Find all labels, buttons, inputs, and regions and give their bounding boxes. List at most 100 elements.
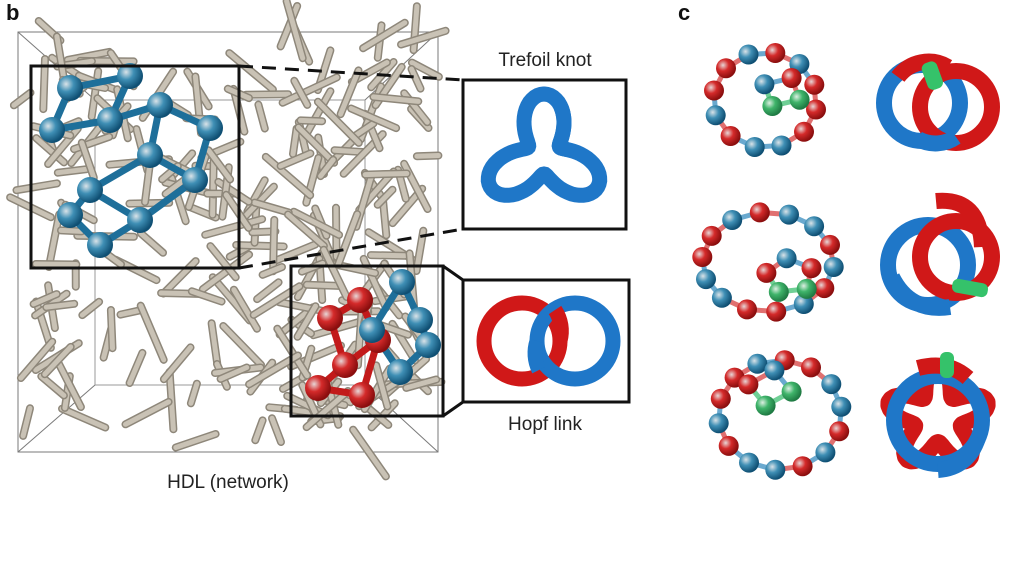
model-atom bbox=[754, 74, 775, 95]
network-rod-highlight bbox=[348, 106, 399, 131]
model-atom bbox=[821, 374, 842, 395]
panel-letter-c: c bbox=[678, 0, 690, 25]
cluster-atom bbox=[77, 177, 103, 203]
model-atom bbox=[796, 278, 817, 299]
network-rod-highlight bbox=[223, 192, 252, 231]
network-rod-highlight bbox=[409, 60, 442, 80]
network-rod-highlight bbox=[65, 49, 112, 63]
network-rod-highlight bbox=[291, 78, 310, 108]
model-atom bbox=[739, 452, 759, 473]
model-atom bbox=[738, 374, 759, 395]
network-rod-highlight bbox=[188, 381, 200, 406]
network-rod-highlight bbox=[42, 344, 74, 377]
cluster-atom bbox=[57, 202, 83, 228]
network-rod-highlight bbox=[207, 243, 239, 280]
network-rod-highlight bbox=[218, 365, 250, 382]
network-rod-highlight bbox=[243, 91, 291, 98]
model-atom bbox=[766, 301, 787, 322]
network-rod-highlight bbox=[360, 20, 408, 51]
trefoil-label: Trefoil knot bbox=[498, 50, 592, 71]
c-knot-row1-icon bbox=[876, 53, 1000, 152]
network-rod-highlight bbox=[269, 415, 284, 445]
network-rod-highlight bbox=[368, 252, 408, 259]
trefoil-cluster-atoms bbox=[39, 63, 223, 258]
model-atom bbox=[692, 247, 713, 267]
model-atom bbox=[829, 421, 850, 442]
cluster-atom bbox=[305, 375, 331, 401]
model-atom bbox=[696, 269, 716, 290]
model-atom bbox=[801, 258, 822, 279]
cluster-atom bbox=[97, 107, 123, 133]
network-rod-highlight bbox=[273, 242, 318, 264]
network-rod-highlight bbox=[304, 88, 333, 137]
network-rod-highlight bbox=[414, 153, 441, 159]
network-rod-highlight bbox=[226, 50, 276, 92]
network-rod-highlight bbox=[14, 180, 60, 193]
network-rod-highlight bbox=[55, 166, 90, 176]
model-atom bbox=[781, 381, 802, 402]
trefoil-connector-bottom bbox=[238, 227, 464, 270]
trefoil-connector-top bbox=[238, 64, 464, 82]
network-rod-highlight bbox=[296, 124, 337, 166]
model-atom bbox=[716, 58, 736, 79]
trefoil-highlight-box bbox=[29, 64, 241, 270]
model-atom bbox=[781, 68, 802, 88]
model-atom bbox=[789, 89, 810, 110]
network-rods bbox=[6, 0, 450, 481]
network-rod-highlight bbox=[79, 140, 97, 181]
model-atom bbox=[804, 74, 825, 95]
network-rod-highlight bbox=[46, 211, 62, 270]
network-rod-highlight bbox=[252, 417, 266, 443]
network-rod-highlight bbox=[315, 99, 362, 146]
network-rod-highlight bbox=[38, 373, 67, 398]
model-atom bbox=[708, 413, 729, 434]
model-atom bbox=[804, 216, 825, 237]
model-atom bbox=[701, 225, 722, 246]
panel-letter-b: b bbox=[6, 0, 19, 25]
network-rod-highlight bbox=[123, 399, 172, 427]
network-rod-highlight bbox=[11, 90, 33, 108]
model-atom bbox=[755, 395, 776, 416]
model-atom bbox=[747, 353, 768, 374]
network-rod-highlight bbox=[409, 66, 423, 92]
cluster-atom bbox=[415, 332, 441, 358]
model-atom bbox=[744, 137, 765, 157]
network-rod-highlight bbox=[290, 126, 300, 157]
model-atom bbox=[776, 248, 797, 269]
network-label: HDL (network) bbox=[167, 472, 289, 493]
network-rod-highlight bbox=[299, 382, 318, 416]
hopf-cluster-atoms bbox=[305, 269, 441, 408]
model-atom bbox=[704, 80, 724, 101]
model-atom bbox=[768, 281, 789, 302]
c-knot-row2-icon bbox=[880, 192, 1000, 316]
cluster-atom bbox=[359, 317, 385, 343]
network-rod-highlight bbox=[373, 362, 390, 409]
network-rod-highlight bbox=[189, 288, 225, 304]
model-atom bbox=[711, 287, 732, 308]
hopf-highlight-box bbox=[289, 264, 445, 418]
network-rod-highlight bbox=[278, 3, 300, 49]
network-rod-highlight bbox=[298, 117, 325, 124]
network-rod-highlight bbox=[54, 34, 68, 86]
network-rod-highlight bbox=[321, 247, 350, 300]
cluster-atom bbox=[387, 359, 413, 385]
model-atom bbox=[794, 121, 814, 142]
network-rod-highlight bbox=[380, 196, 389, 238]
network-rod-highlight bbox=[398, 28, 449, 47]
cluster-atom bbox=[147, 92, 173, 118]
network-rod-highlight bbox=[59, 406, 108, 430]
network-rod-highlight bbox=[206, 147, 233, 182]
model-atom bbox=[764, 360, 785, 381]
cluster-atom bbox=[332, 352, 358, 378]
network-rod-highlight bbox=[200, 252, 252, 292]
network-rod-highlight bbox=[18, 339, 55, 381]
network-rod-highlight bbox=[318, 157, 336, 179]
model-atom bbox=[820, 234, 840, 255]
hopf-connector-top bbox=[442, 264, 464, 282]
network-rod-highlight bbox=[304, 282, 342, 289]
network-rod-highlight bbox=[33, 261, 79, 267]
network-rod-highlight bbox=[43, 301, 77, 310]
model-atom bbox=[806, 99, 826, 120]
network-rod-highlight bbox=[202, 216, 265, 238]
